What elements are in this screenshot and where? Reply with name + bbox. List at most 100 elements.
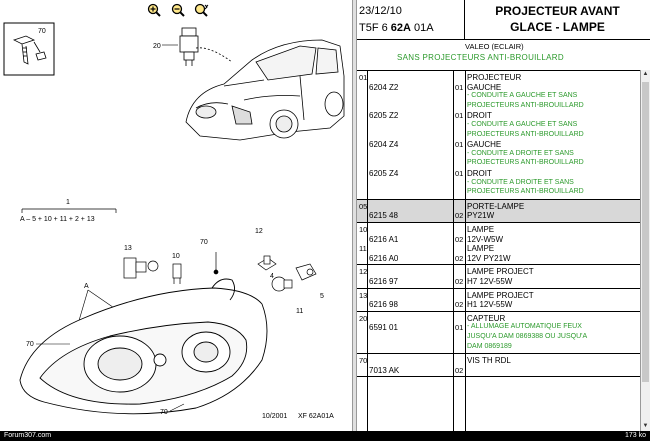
callout-70c: 70: [160, 409, 168, 416]
header-title: PROJECTEUR AVANT GLACE - LAMPE: [465, 0, 650, 40]
formula-label: A – 5 + 10 + 11 + 2 + 13: [20, 216, 95, 223]
part-qty: 02: [455, 253, 464, 263]
part-ref: 6204 Z4: [369, 140, 399, 150]
code-suffix: 01A: [410, 22, 434, 34]
part-desc: PROJECTEUR: [467, 73, 522, 82]
sensor-drawing: [179, 27, 233, 66]
part-qty: 01: [455, 169, 464, 178]
callout-20: 20: [153, 43, 161, 50]
part-qty: 02: [455, 276, 464, 286]
title-line-2: GLACE - LAMPE: [510, 20, 605, 34]
callout-11: 11: [296, 308, 303, 315]
callout-13: 13: [124, 245, 132, 252]
part-qty: 01: [455, 82, 464, 92]
part-num: 01: [359, 73, 368, 82]
maker-label: VALEO (ECLAIR): [465, 42, 524, 51]
part-ref: 6591 01: [369, 323, 398, 333]
part-num: 10: [359, 225, 368, 234]
callout-70-box: 70: [38, 28, 46, 35]
car-drawing: [185, 39, 345, 141]
scroll-thumb[interactable]: [642, 82, 649, 382]
part-ref: 6215 48: [369, 211, 398, 221]
diagram-date-ref: 10/2001: [262, 413, 287, 420]
pane-divider[interactable]: [352, 0, 357, 441]
part-desc: 12V-W5W: [467, 234, 504, 244]
subtitle: SANS PROJECTEURS ANTI-BROUILLARD: [397, 53, 564, 62]
part-desc: VIS TH RDL: [467, 356, 511, 366]
part-num: 13: [359, 290, 368, 300]
header-date: 23/12/10: [359, 5, 402, 17]
part-desc: LAMPE PROJECT: [467, 290, 534, 300]
part-note: - ALLUMAGE AUTOMATIQUE FEUX: [467, 323, 582, 331]
part-desc: LAMPE PROJECT: [467, 267, 534, 277]
part-desc: 12V PY21W: [467, 253, 511, 263]
part-note: - CONDUITE A DROITE ET SANS: [467, 178, 574, 186]
part-group[interactable]: 70 VIS TH RDL 7013 AK 02: [357, 354, 640, 378]
callout-5: 5: [320, 293, 324, 300]
code-prefix: T5F 6: [359, 22, 391, 34]
part-qty: 02: [455, 234, 464, 244]
status-size: 173 ko: [624, 432, 646, 439]
code-bold: 62A: [390, 22, 411, 34]
part-desc: PORTE-LAMPE: [467, 201, 525, 211]
zoom-in-icon[interactable]: [146, 2, 162, 18]
part-desc: CAPTEUR: [467, 313, 506, 323]
screw-inset-box: [3, 22, 55, 76]
part-note: - CONDUITE A GAUCHE ET SANS: [467, 92, 578, 100]
zoom-out-icon[interactable]: [170, 2, 186, 18]
table-column-rule: [465, 71, 466, 431]
part-desc: GAUCHE: [467, 140, 502, 150]
callout-10: 10: [172, 253, 180, 260]
part-qty: 02: [455, 211, 464, 221]
title-line-1: PROJECTEUR AVANT: [495, 4, 620, 18]
part-num: 05: [359, 201, 368, 211]
screw-drawing: [12, 35, 47, 65]
part-qty: 01: [455, 140, 464, 150]
scroll-up-icon[interactable]: ▲: [642, 71, 649, 77]
callout-70b: 70: [26, 341, 34, 348]
table-column-rule: [367, 71, 368, 431]
part-note: PROJECTEURS ANTI-BROUILLARD: [467, 159, 584, 167]
header-meta: 23/12/10 T5F 6 62A 01A: [357, 0, 465, 40]
part-qty: 02: [455, 300, 464, 310]
part-num: 70: [359, 356, 368, 366]
callout-12: 12: [255, 228, 263, 235]
part-num: 11: [359, 244, 367, 254]
part-note: - CONDUITE A DROITE ET SANS: [467, 149, 574, 157]
part-desc: DROIT: [467, 111, 492, 121]
exploded-diagram: 70 20: [3, 22, 345, 420]
part-ref: 6204 Z2: [369, 82, 399, 92]
scrollbar[interactable]: ▲ ▼: [640, 70, 650, 431]
parts-pane: 23/12/10 T5F 6 62A 01A PROJECTEUR AVANT …: [357, 0, 650, 441]
part-ref: 6216 A0: [369, 253, 399, 263]
part-note: DAM 0869189: [467, 342, 512, 350]
table-column-rule: [453, 71, 454, 431]
part-ref: 6216 98: [369, 300, 398, 310]
toolbar: [0, 0, 352, 20]
part-desc: PY21W: [467, 211, 495, 221]
part-desc: LAMPE: [467, 244, 495, 254]
part-qty: 02: [455, 365, 464, 375]
status-bar: Forum307.com 173 ko: [0, 431, 650, 441]
part-desc: DROIT: [467, 169, 492, 178]
callout-4: 4: [270, 273, 274, 280]
part-ref: 6216 A1: [369, 234, 399, 244]
part-note: JUSQU'A DAM 0869388 OU JUSQU'A: [467, 332, 588, 340]
callout-A: A: [84, 283, 89, 290]
part-ref: 7013 AK: [369, 365, 400, 375]
zoom-fit-icon[interactable]: [194, 2, 210, 18]
header-code: T5F 6 62A 01A: [359, 22, 434, 34]
status-site: Forum307.com: [4, 432, 52, 439]
scroll-down-icon[interactable]: ▼: [642, 423, 649, 429]
part-desc: LAMPE: [467, 225, 495, 234]
part-ref: 6205 Z4: [369, 169, 399, 178]
part-ref: 6205 Z2: [369, 111, 399, 121]
part-num: 20: [359, 313, 368, 323]
